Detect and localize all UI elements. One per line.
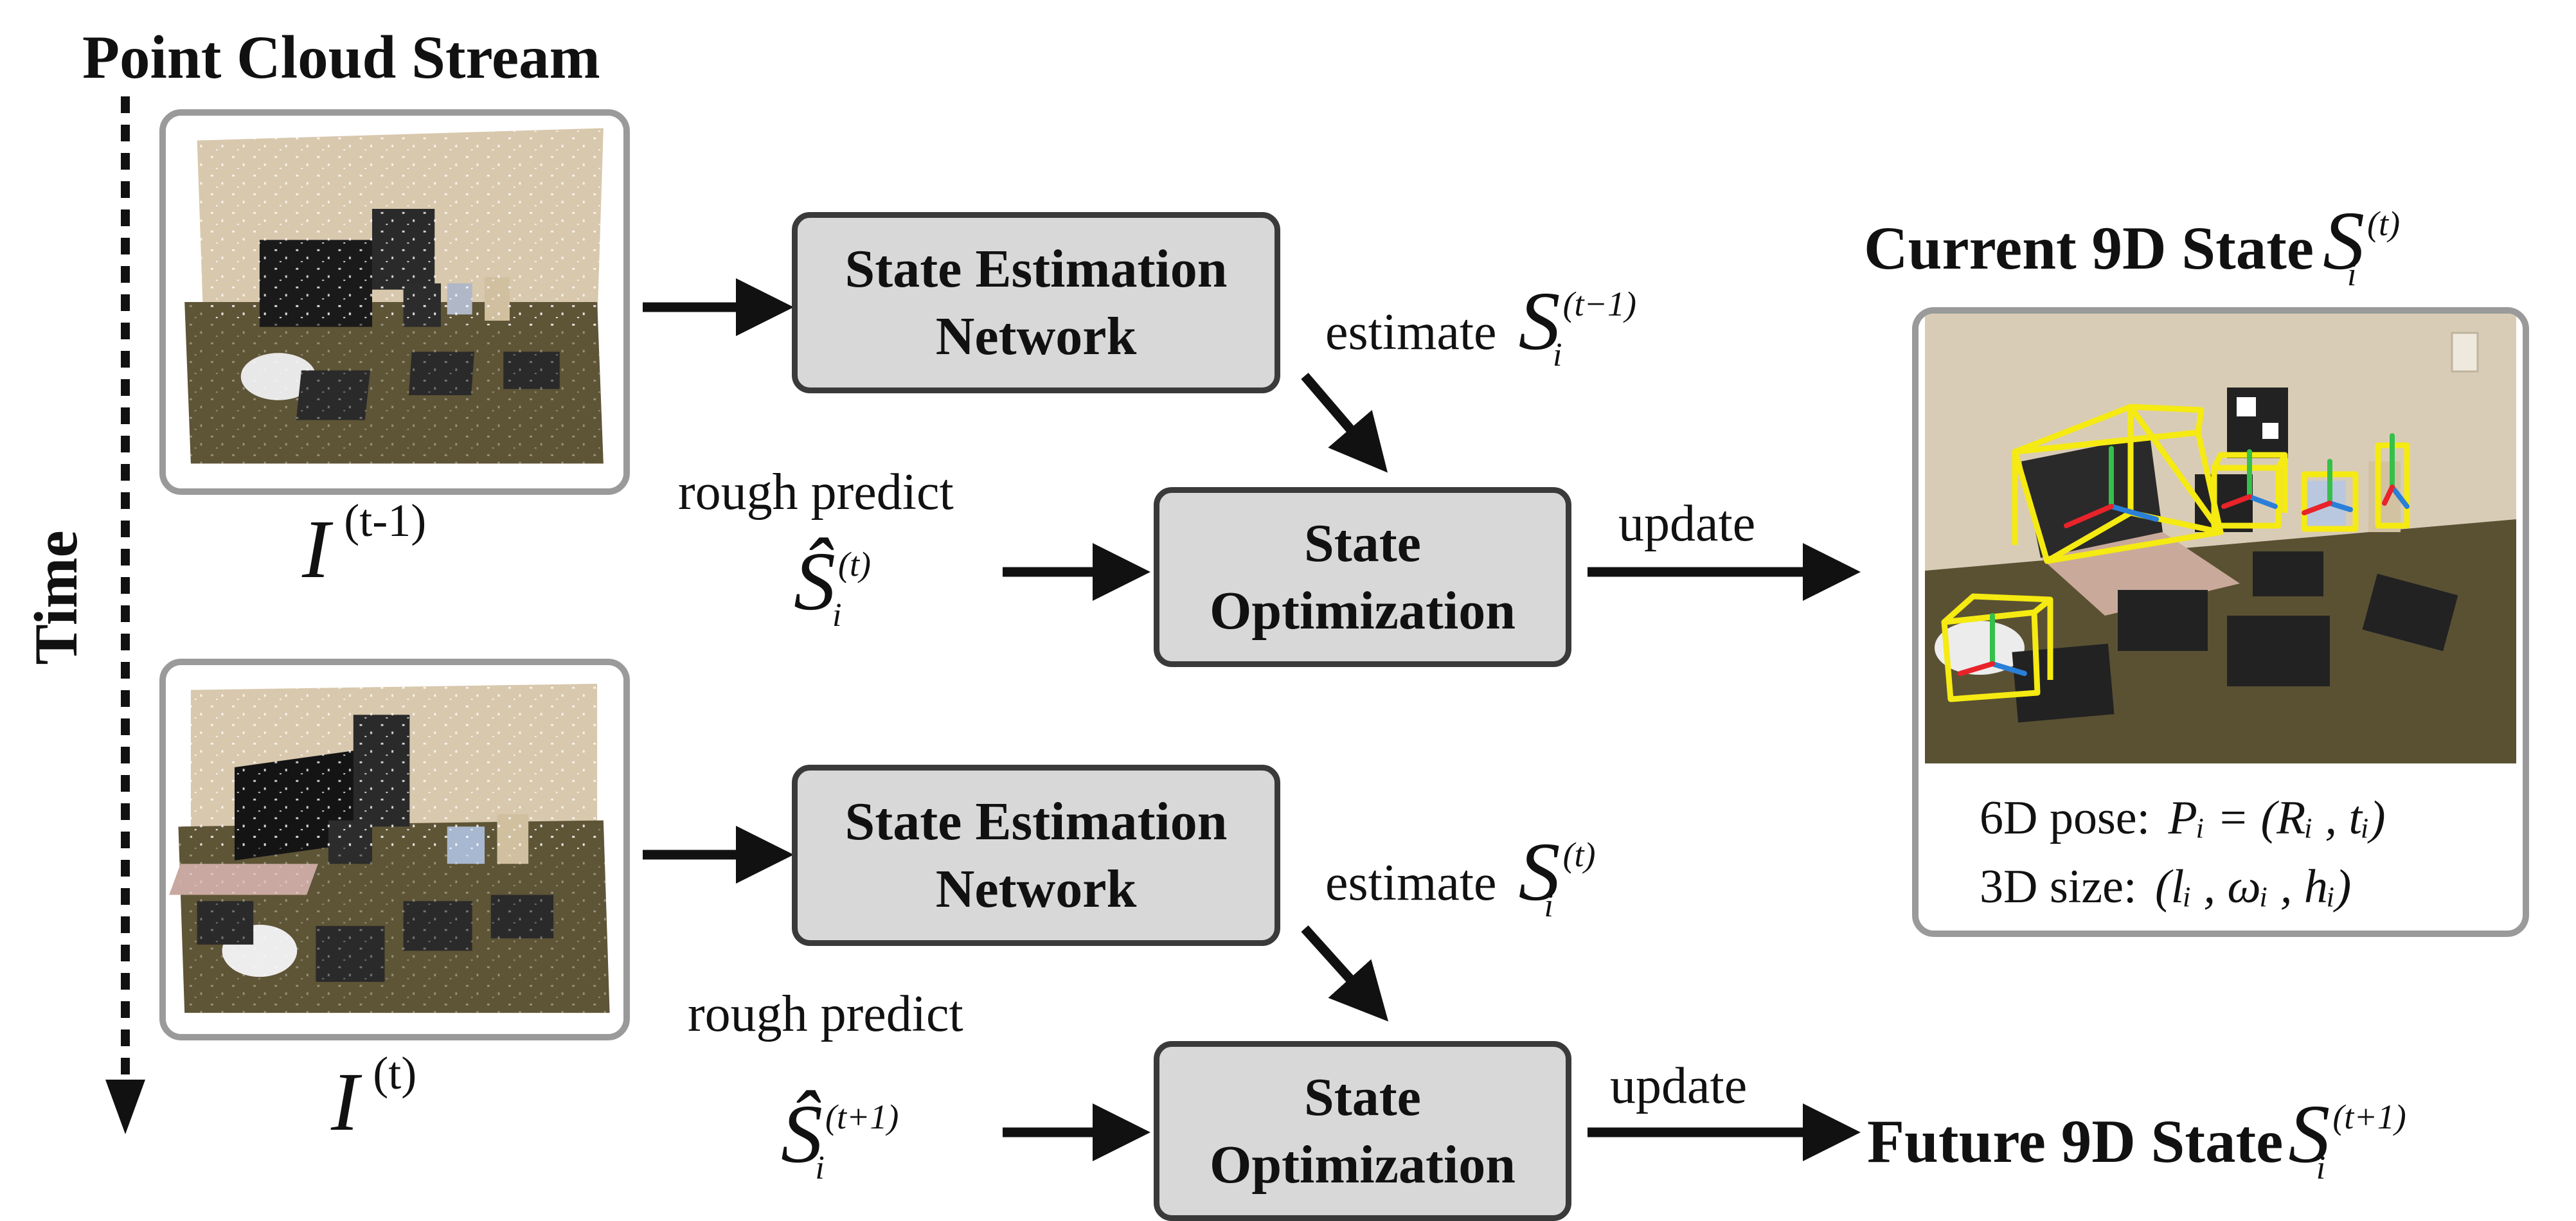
update-label-1: update <box>1618 495 1756 552</box>
arrow-network1-to-opt1 <box>1301 373 1388 473</box>
frame-label-curr: I(t) <box>331 1047 417 1148</box>
estimate-label-1: estimate S(t−1)i <box>1325 275 1636 373</box>
predict-symbol-2: Ŝ(t+1)i <box>781 1088 899 1186</box>
frame-label-prev: I(t-1) <box>302 495 427 596</box>
current-state-title: Current 9D State S(t)i <box>1864 195 2401 293</box>
size-line: 3D size: (lᵢ , ωᵢ , hᵢ) <box>1980 860 2352 913</box>
pose-line: 6D pose: Pᵢ = (Rᵢ , tᵢ) <box>1980 792 2386 844</box>
state-optimization-1: State Optimization <box>1154 487 1571 667</box>
current-state-panel: 6D pose: Pᵢ = (Rᵢ , tᵢ) 3D size: (lᵢ , ω… <box>1912 307 2529 937</box>
rough-predict-label-2: rough predict <box>688 986 963 1042</box>
time-arrow <box>105 96 145 1134</box>
stream-title: Point Cloud Stream <box>82 23 600 91</box>
point-cloud-frame-prev <box>159 109 630 495</box>
point-cloud-image-prev <box>166 116 623 488</box>
update-label-2: update <box>1610 1058 1748 1114</box>
point-cloud-image-curr <box>166 665 623 1034</box>
state-estimation-network-2: State Estimation Network <box>792 765 1280 946</box>
state-optimization-2: State Optimization <box>1154 1041 1571 1221</box>
predict-symbol-1: Ŝ(t)i <box>794 535 871 634</box>
estimate-label-2: estimate S(t)i <box>1325 826 1596 924</box>
arrow-network2-to-opt2 <box>1301 925 1389 1022</box>
rough-predict-label-1: rough predict <box>678 464 954 521</box>
current-state-image <box>1919 314 2523 770</box>
future-state-title: Future 9D State S(t+1)i <box>1867 1088 2406 1186</box>
state-estimation-network-1: State Estimation Network <box>792 212 1280 393</box>
point-cloud-frame-curr <box>159 659 630 1040</box>
